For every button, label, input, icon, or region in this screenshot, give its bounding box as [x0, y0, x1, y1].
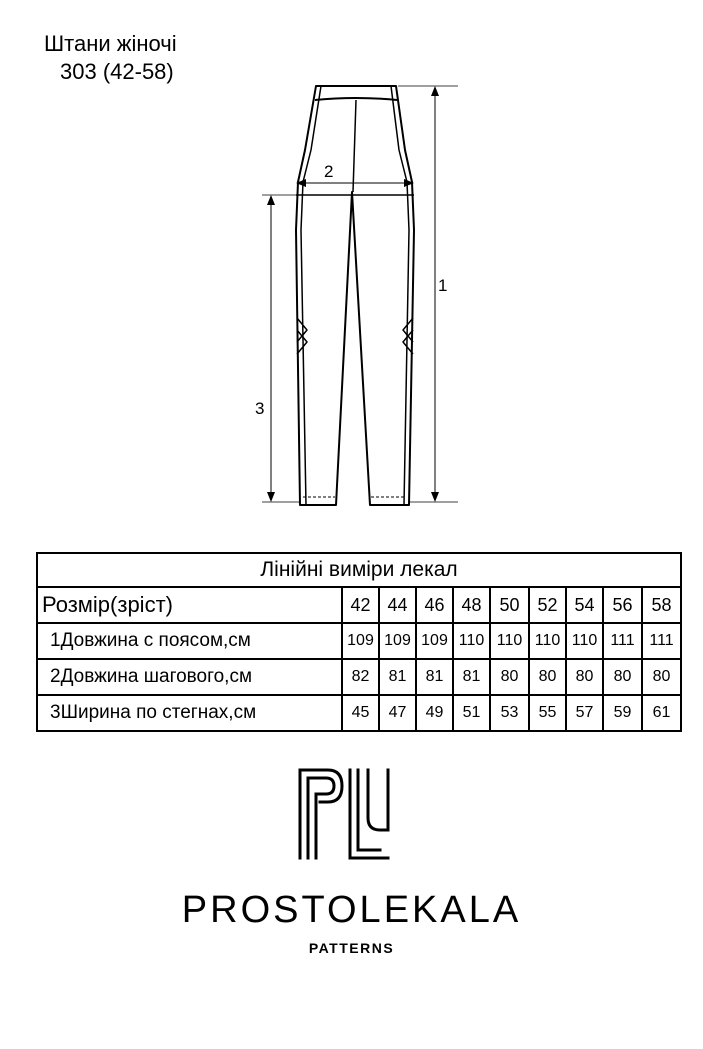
value-cell: 53 — [489, 694, 530, 732]
right-side-stripe — [390, 85, 410, 506]
table-row: 2Довжина шагового,см 82 81 81 81 80 80 8… — [36, 658, 683, 696]
brand-tagline: PATTERNS — [308, 940, 395, 956]
value-cell: 109 — [341, 622, 380, 660]
row-label: 2Довжина шагового,см — [36, 658, 343, 696]
size-cell: 46 — [415, 586, 454, 624]
document-title: Штани жіночі 303 (42-58) — [44, 30, 177, 86]
inseam-dimension-label: 3 — [255, 399, 265, 418]
size-cell: 44 — [378, 586, 417, 624]
size-header-label: Розмір(зріст) — [36, 586, 343, 624]
value-cell: 110 — [452, 622, 491, 660]
size-cell: 58 — [640, 586, 683, 624]
value-cell: 51 — [452, 694, 491, 732]
value-cell: 80 — [489, 658, 530, 696]
right-knee-detail — [402, 317, 414, 355]
value-cell: 110 — [489, 622, 530, 660]
value-cell: 111 — [602, 622, 643, 660]
value-cell: 59 — [602, 694, 643, 732]
linear-measurements-table: Лінійні виміри лекал Розмір(зріст) 42 44… — [35, 552, 683, 732]
value-cell: 57 — [565, 694, 604, 732]
value-cell: 109 — [415, 622, 454, 660]
value-cell: 80 — [528, 658, 567, 696]
value-cell: 80 — [640, 658, 683, 696]
value-cell: 45 — [341, 694, 380, 732]
trousers-technical-drawing — [262, 85, 458, 506]
size-header-row: Розмір(зріст) 42 44 46 48 50 52 54 56 58 — [36, 586, 683, 624]
value-cell: 81 — [415, 658, 454, 696]
size-cell: 54 — [565, 586, 604, 624]
table-caption: Лінійні виміри лекал — [35, 552, 683, 588]
value-cell: 82 — [341, 658, 380, 696]
value-cell: 47 — [378, 694, 417, 732]
value-cell: 110 — [565, 622, 604, 660]
center-seam — [352, 99, 357, 193]
value-cell: 111 — [640, 622, 683, 660]
title-line-1: Штани жіночі — [44, 31, 177, 56]
waistband-line — [314, 97, 398, 101]
value-cell: 81 — [378, 658, 417, 696]
size-cell: 48 — [452, 586, 491, 624]
brand-name: PROSTOLEKALA — [181, 889, 522, 931]
value-cell: 110 — [528, 622, 567, 660]
value-cell: 80 — [602, 658, 643, 696]
size-cell: 50 — [489, 586, 530, 624]
hip-width-dimension-label: 2 — [324, 162, 334, 181]
value-cell: 81 — [452, 658, 491, 696]
left-knee-detail — [296, 317, 308, 355]
trousers-outline — [295, 85, 415, 506]
size-cell: 52 — [528, 586, 567, 624]
size-cell: 56 — [602, 586, 643, 624]
title-line-2: 303 (42-58) — [60, 59, 174, 84]
size-cell: 42 — [341, 586, 380, 624]
left-side-stripe — [300, 85, 322, 506]
value-cell: 49 — [415, 694, 454, 732]
table-row: 1Довжина с поясом,см 109 109 109 110 110… — [36, 622, 683, 660]
table-row: 3Ширина по стегнах,см 45 47 49 51 53 55 … — [36, 694, 683, 732]
value-cell: 55 — [528, 694, 567, 732]
value-cell: 80 — [565, 658, 604, 696]
row-label: 3Ширина по стегнах,см — [36, 694, 343, 732]
row-label: 1Довжина с поясом,см — [36, 622, 343, 660]
length-dimension-label: 1 — [438, 276, 448, 295]
brand-logo-icon — [298, 768, 390, 860]
value-cell: 61 — [640, 694, 683, 732]
value-cell: 109 — [378, 622, 417, 660]
